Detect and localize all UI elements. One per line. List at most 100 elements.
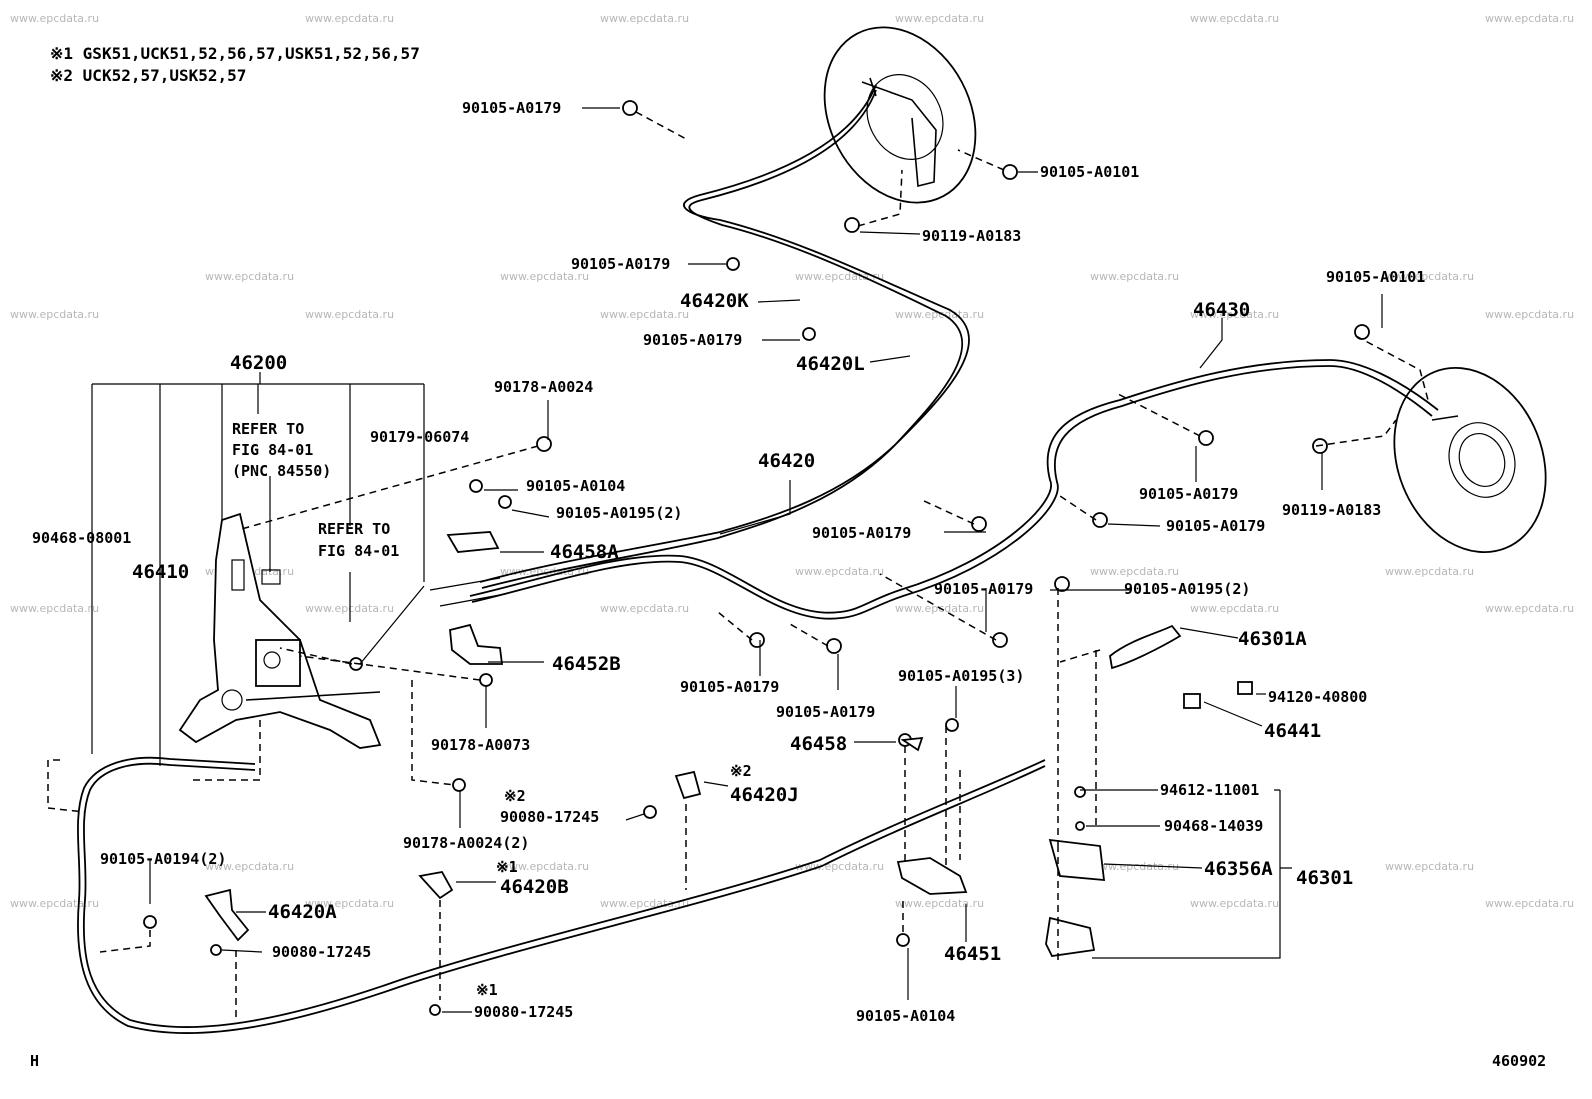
watermark: www.epcdata.ru	[1190, 308, 1279, 321]
label-90105-A0195-2: 90105-A0195(2)	[1124, 580, 1250, 598]
label-90105-A0195-2: 90105-A0195(2)	[556, 504, 682, 522]
label-46451: 46451	[944, 943, 1001, 965]
label-46420K: 46420K	[680, 290, 749, 312]
watermark: www.epcdata.ru	[205, 270, 294, 283]
label-90105-A0179: 90105-A0179	[1166, 517, 1265, 535]
label-90105-A0194-2: 90105-A0194(2)	[100, 850, 226, 868]
watermark: www.epcdata.ru	[205, 860, 294, 873]
label-90105-A0179: 90105-A0179	[680, 678, 779, 696]
left-rear-brake-drum	[823, 26, 977, 204]
watermark: www.epcdata.ru	[1190, 897, 1279, 910]
label-refer-to-2: REFER TO	[318, 520, 390, 538]
leader-lines	[91, 107, 1383, 1013]
label-refer-pnc: (PNC 84550)	[232, 462, 331, 480]
label-90105-A0179: 90105-A0179	[643, 331, 742, 349]
label-mark-2: ※2	[504, 787, 526, 805]
watermark: www.epcdata.ru	[1485, 308, 1574, 321]
bracket-46451	[896, 857, 968, 895]
watermark: www.epcdata.ru	[795, 565, 884, 578]
watermark: www.epcdata.ru	[305, 308, 394, 321]
label-refer-fig: FIG 84-01	[232, 441, 313, 459]
watermark: www.epcdata.ru	[500, 860, 589, 873]
applicability-note-1: ※1 GSK51,UCK51,52,56,57,USK51,52,56,57	[50, 44, 420, 63]
watermark: www.epcdata.ru	[1485, 12, 1574, 25]
label-mark-1: ※1	[476, 981, 498, 999]
clip-46458	[900, 736, 924, 752]
watermark: www.epcdata.ru	[1485, 897, 1574, 910]
watermark: www.epcdata.ru	[500, 270, 589, 283]
cable-46420	[479, 84, 970, 583]
label-46356A: 46356A	[1204, 858, 1273, 880]
label-90119-A0183: 90119-A0183	[1282, 501, 1381, 519]
watermark: www.epcdata.ru	[305, 12, 394, 25]
watermark: www.epcdata.ru	[305, 897, 394, 910]
label-90105-A0179: 90105-A0179	[812, 524, 911, 542]
bolts	[143, 100, 1370, 1016]
drawing	[47, 26, 1547, 1034]
label-90080-17245: 90080-17245	[500, 808, 599, 826]
label-90105-A0104: 90105-A0104	[526, 477, 625, 495]
watermark-layer: www.epcdata.ru www.epcdata.ru www.epcdat…	[10, 12, 1574, 910]
watermark: www.epcdata.ru	[895, 12, 984, 25]
label-46200: 46200	[230, 352, 287, 374]
label-90179-06074: 90179-06074	[370, 428, 469, 446]
label-90105-A0179: 90105-A0179	[776, 703, 875, 721]
label-46452B: 46452B	[552, 653, 621, 675]
watermark: www.epcdata.ru	[1485, 602, 1574, 615]
label-46301: 46301	[1296, 867, 1353, 889]
label-90105-A0179: 90105-A0179	[1139, 485, 1238, 503]
label-94612-11001: 94612-11001	[1160, 781, 1259, 799]
label-90105-A0179: 90105-A0179	[462, 99, 561, 117]
label-46441: 46441	[1264, 720, 1321, 742]
figure-number: 460902	[1492, 1052, 1546, 1070]
parking-brake-lever	[178, 512, 382, 749]
label-94120-40800: 94120-40800	[1268, 688, 1367, 706]
clamp-46420B	[418, 870, 454, 900]
label-46420J: 46420J	[730, 784, 799, 806]
watermark: www.epcdata.ru	[600, 12, 689, 25]
label-90105-A0195-3: 90105-A0195(3)	[898, 667, 1024, 685]
watermark: www.epcdata.ru	[795, 270, 884, 283]
watermark: www.epcdata.ru	[1090, 270, 1179, 283]
watermark: www.epcdata.ru	[895, 308, 984, 321]
watermark: www.epcdata.ru	[600, 602, 689, 615]
watermark: www.epcdata.ru	[10, 308, 99, 321]
label-46410: 46410	[132, 561, 189, 583]
label-46458: 46458	[790, 733, 847, 755]
label-46420A: 46420A	[268, 901, 337, 923]
watermark: www.epcdata.ru	[1385, 565, 1474, 578]
label-90105-A0179: 90105-A0179	[571, 255, 670, 273]
corner-code-left: H	[30, 1052, 39, 1070]
watermark: www.epcdata.ru	[895, 897, 984, 910]
watermark: www.epcdata.ru	[1190, 12, 1279, 25]
label-90080-17245: 90080-17245	[474, 1003, 573, 1021]
label-90105-A0179: 90105-A0179	[934, 580, 1033, 598]
watermark: www.epcdata.ru	[10, 897, 99, 910]
label-46420: 46420	[758, 450, 815, 472]
dashed-guides	[47, 111, 1429, 1020]
watermark: www.epcdata.ru	[1090, 860, 1179, 873]
label-mark-2: ※2	[730, 762, 752, 780]
label-90468-14039: 90468-14039	[1164, 817, 1263, 835]
label-90178-A0024: 90178-A0024	[494, 378, 593, 396]
watermark: www.epcdata.ru	[1090, 565, 1179, 578]
label-90178-A0024-2: 90178-A0024(2)	[403, 834, 529, 852]
part-labels: 90105-A0179 90105-A0101 90119-A0183 9010…	[30, 99, 1546, 1070]
watermark: www.epcdata.ru	[1190, 602, 1279, 615]
label-90178-A0073: 90178-A0073	[431, 736, 530, 754]
label-46420L: 46420L	[796, 353, 865, 375]
watermark: www.epcdata.ru	[1385, 860, 1474, 873]
clamp-46420J	[674, 770, 702, 800]
label-90080-17245: 90080-17245	[272, 943, 371, 961]
label-46458A: 46458A	[550, 541, 619, 563]
right-rear-brake-drum	[1393, 366, 1547, 554]
label-46420B: 46420B	[500, 876, 569, 898]
watermark: www.epcdata.ru	[600, 308, 689, 321]
watermark: www.epcdata.ru	[10, 602, 99, 615]
cable-46410	[82, 759, 1046, 1028]
label-90105-A0104: 90105-A0104	[856, 1007, 955, 1025]
label-mark-1: ※1	[496, 858, 518, 876]
label-refer-to: REFER TO	[232, 420, 304, 438]
label-90468-08001: 90468-08001	[32, 529, 131, 547]
